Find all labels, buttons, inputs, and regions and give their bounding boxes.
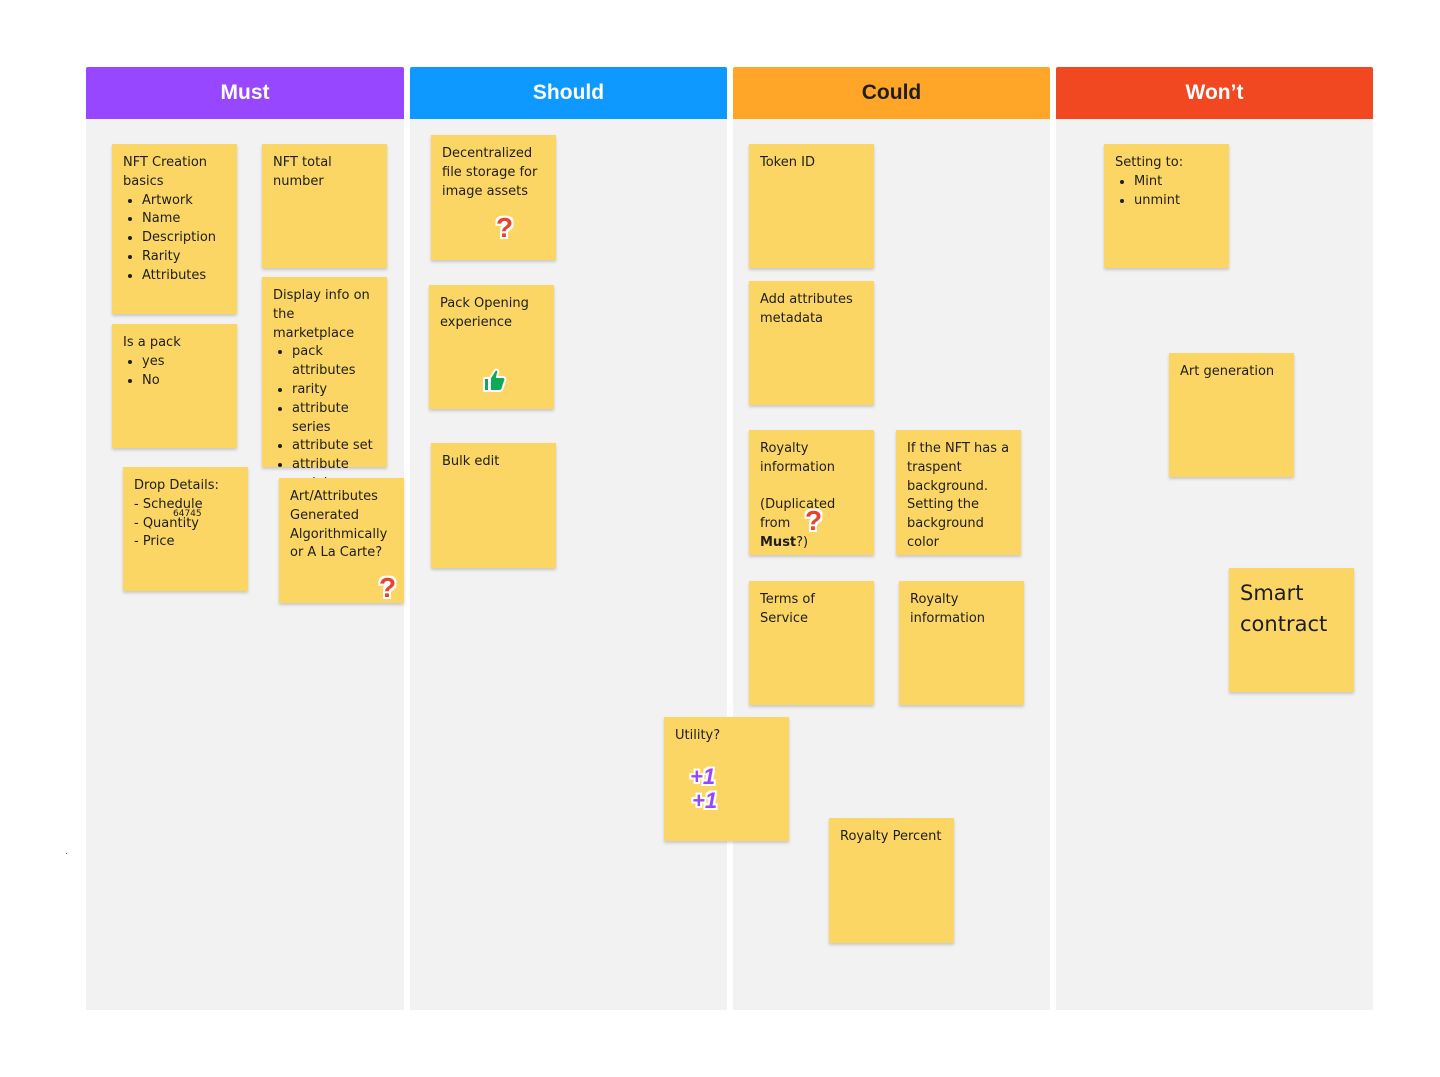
- sticky-display-info[interactable]: Display info on the marketplace pack att…: [262, 277, 387, 491]
- column-title-should: Should: [532, 81, 605, 104]
- tiny-note: 64745: [173, 509, 202, 519]
- sticky-text: Utility?: [675, 728, 721, 743]
- sticky-text: If the NFT has a traspent background. Se…: [907, 441, 1010, 550]
- question-sticker[interactable]: ?: [496, 212, 514, 243]
- list-item: attribute series: [292, 400, 377, 438]
- thumbs-up-icon[interactable]: [481, 366, 509, 398]
- sticky-smart-contract[interactable]: Smart contract: [1229, 568, 1354, 692]
- list-item: Attributes: [142, 267, 227, 286]
- sticky-text: Terms of Service: [760, 592, 815, 626]
- sticky-text: Token ID: [760, 155, 815, 170]
- list-item: unmint: [1134, 192, 1219, 211]
- question-sticker[interactable]: ?: [805, 505, 823, 536]
- list-item: Description: [142, 229, 227, 248]
- sticky-is-a-pack[interactable]: Is a pack yes No: [112, 324, 237, 448]
- sticky-title: Display info on the marketplace: [273, 288, 370, 341]
- sticky-text: Royalty information: [760, 441, 836, 475]
- list-item: rarity: [292, 381, 377, 400]
- sticky-text: (Duplicated from: [760, 497, 836, 532]
- sticky-text: NFT total number: [273, 155, 332, 189]
- list-item: Name: [142, 210, 227, 229]
- sticky-bulk-edit[interactable]: Bulk edit: [431, 443, 556, 568]
- sticky-royalty-information-duplicated[interactable]: Royalty information (Duplicated from Mus…: [749, 430, 874, 555]
- column-header-must[interactable]: Must: [86, 67, 404, 119]
- sticky-text: Bulk edit: [442, 454, 500, 469]
- sticky-text: Smart contract: [1240, 581, 1328, 636]
- sticky-text: Pack Opening experience: [440, 296, 529, 330]
- column-title-must: Must: [220, 81, 270, 104]
- bold-text: Must: [760, 534, 797, 550]
- sticky-text: Royalty Percent: [840, 829, 942, 844]
- sticky-title: NFT Creation basics: [123, 155, 208, 189]
- column-title-could: Could: [861, 81, 922, 104]
- list-item: yes: [142, 353, 227, 372]
- sticky-transparent-background[interactable]: If the NFT has a traspent background. Se…: [896, 430, 1021, 555]
- sticky-setting-to[interactable]: Setting to: Mint unmint: [1104, 144, 1229, 268]
- sticky-drop-details[interactable]: Drop Details: - Schedule - Quantity - Pr…: [123, 467, 248, 591]
- sticky-royalty-percent[interactable]: Royalty Percent: [829, 818, 954, 943]
- sticky-decentralized-storage[interactable]: Decentralized file storage for image ass…: [431, 135, 556, 260]
- column-header-should[interactable]: Should: [410, 67, 727, 119]
- sticky-art-attributes[interactable]: Art/Attributes Generated Algorithmically…: [279, 478, 404, 603]
- sticky-royalty-information[interactable]: Royalty information: [899, 581, 1024, 705]
- question-sticker[interactable]: ?: [379, 572, 397, 603]
- sticky-token-id[interactable]: Token ID: [749, 144, 874, 268]
- sticky-nft-total-number[interactable]: NFT total number: [262, 144, 387, 268]
- sticky-title: Is a pack: [123, 335, 181, 350]
- plus-one-sticker[interactable]: +1: [690, 764, 716, 789]
- sticky-text: Art/Attributes Generated Algorithmically…: [290, 489, 388, 561]
- plus-one-sticker[interactable]: +1: [692, 788, 718, 813]
- sticky-text: Decentralized file storage for image ass…: [442, 146, 538, 199]
- list-item: No: [142, 372, 227, 391]
- canvas-dot: [66, 853, 67, 854]
- sticky-add-attributes-metadata[interactable]: Add attributes metadata: [749, 281, 874, 405]
- sticky-text: Art generation: [1180, 364, 1275, 379]
- sticky-text: ?): [796, 534, 809, 550]
- sticky-line: - Quantity: [134, 515, 199, 531]
- list-item: Rarity: [142, 248, 227, 267]
- sticky-terms-of-service[interactable]: Terms of Service: [749, 581, 874, 705]
- sticky-text: Add attributes metadata: [760, 292, 853, 326]
- sticky-text: Royalty information: [910, 592, 986, 626]
- bullet-list: Artwork Name Description Rarity Attribut…: [123, 192, 227, 286]
- column-header-could[interactable]: Could: [733, 67, 1050, 119]
- list-item: attribute set: [292, 437, 377, 456]
- bullet-list: yes No: [123, 353, 227, 391]
- list-item: Artwork: [142, 192, 227, 211]
- bullet-list: pack attributes rarity attribute series …: [273, 343, 377, 493]
- list-item: pack attributes: [292, 343, 377, 381]
- sticky-title: Drop Details:: [134, 478, 219, 493]
- sticky-nft-creation-basics[interactable]: NFT Creation basics Artwork Name Descrip…: [112, 144, 237, 314]
- sticky-art-generation[interactable]: Art generation: [1169, 353, 1294, 477]
- column-title-wont: Won’t: [1185, 81, 1244, 104]
- sticky-line: - Schedule: [134, 496, 203, 512]
- bullet-list: Mint unmint: [1115, 173, 1219, 211]
- column-header-wont[interactable]: Won’t: [1056, 67, 1373, 119]
- list-item: Mint: [1134, 173, 1219, 192]
- sticky-line: - Price: [134, 534, 175, 550]
- sticky-title: Setting to:: [1115, 155, 1184, 170]
- sticky-utility[interactable]: Utility?: [664, 717, 789, 841]
